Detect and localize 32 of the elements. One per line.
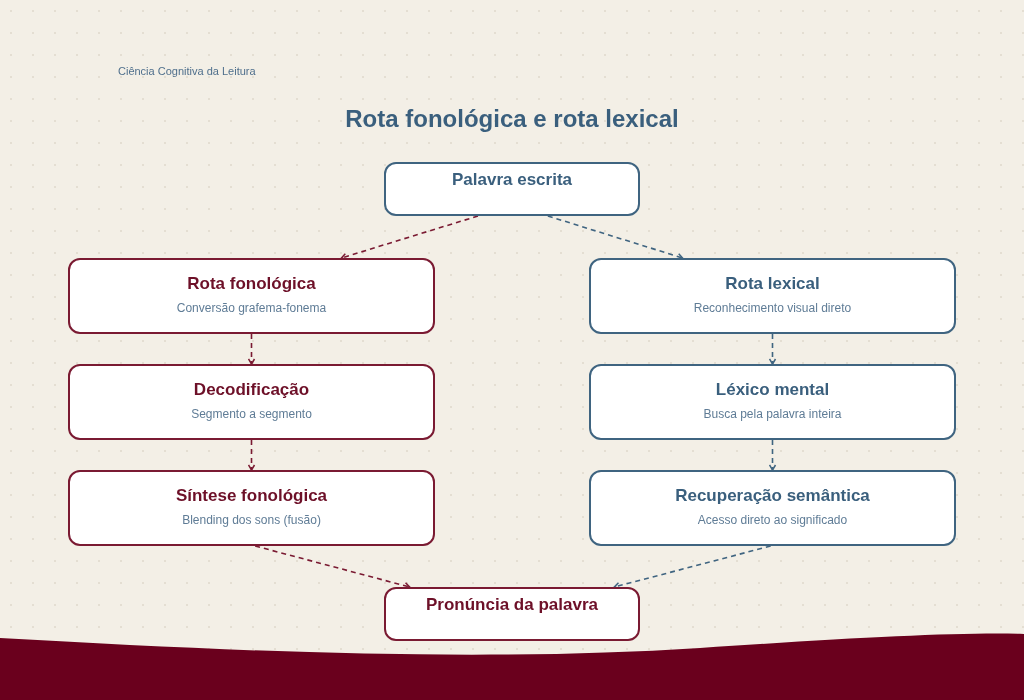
arrow [768, 333, 777, 365]
process-box [68, 258, 435, 334]
tagline: Ciência Cognitiva da Leitura [118, 65, 256, 78]
process-box [384, 162, 640, 216]
box-title: Pronúncia da palavra [425, 595, 599, 615]
box-title: Síntese fonológica [174, 486, 329, 506]
box-title: Recuperação semântica [674, 486, 871, 506]
box-subtitle: Reconhecimento visual direto [692, 301, 853, 316]
process-box [589, 364, 956, 440]
process-box [589, 258, 956, 334]
box-title: Rota fonológica [186, 274, 317, 294]
box-title: Rota lexical [724, 274, 821, 294]
process-box [68, 470, 435, 546]
box-subtitle: Busca pela palavra inteira [702, 407, 843, 422]
arrow [613, 545, 772, 590]
arrow [254, 545, 411, 590]
arrow [547, 215, 684, 261]
box-subtitle: Conversão grafema-fonema [175, 301, 328, 316]
process-box [68, 364, 435, 440]
box-subtitle: Acesso direto ao significado [696, 513, 849, 528]
box-title: Léxico mental [714, 380, 831, 400]
arrow [247, 333, 256, 365]
box-subtitle: Segmento a segmento [190, 407, 313, 422]
process-box [589, 470, 956, 546]
process-box [384, 587, 640, 641]
arrow [768, 439, 777, 471]
arrow [340, 215, 479, 261]
arrow [247, 439, 256, 471]
box-title: Palavra escrita [450, 170, 573, 190]
box-title: Decodificação [192, 380, 311, 400]
diagram-title: Rota fonológica e rota lexical [344, 104, 680, 134]
box-subtitle: Blending dos sons (fusão) [181, 513, 322, 528]
